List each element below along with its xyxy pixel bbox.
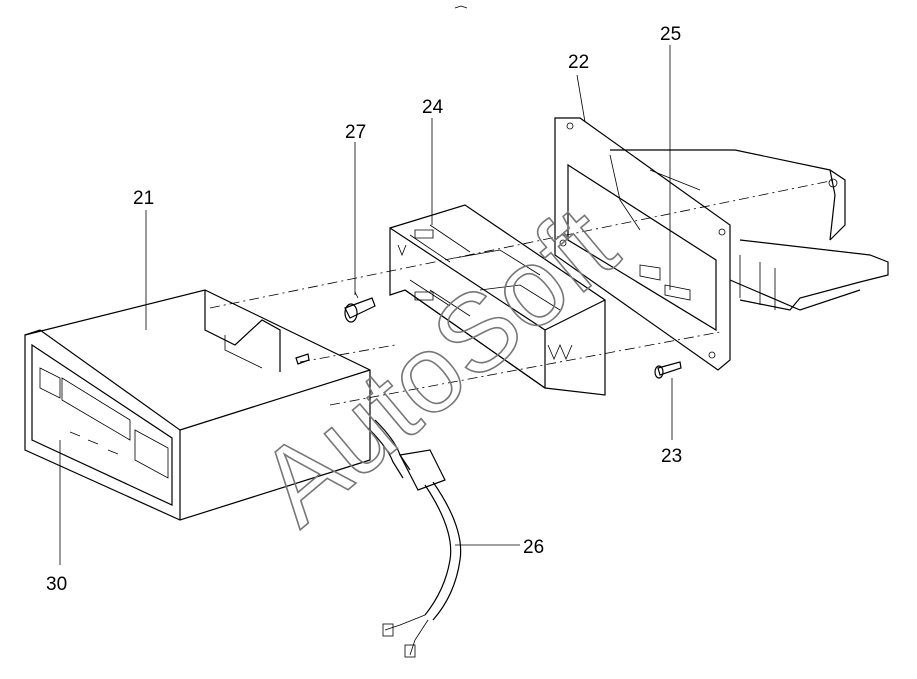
cable-harness bbox=[367, 419, 462, 658]
label-26: 26 bbox=[523, 537, 544, 558]
alignment-lines bbox=[209, 179, 836, 406]
label-24: 24 bbox=[422, 97, 444, 118]
bolt bbox=[344, 291, 376, 323]
label-23: 23 bbox=[661, 446, 682, 467]
label-27: 27 bbox=[345, 122, 366, 143]
pin bbox=[295, 353, 310, 365]
label-21: 21 bbox=[133, 188, 154, 209]
screw bbox=[654, 361, 682, 379]
watermark-text: AutoSoft bbox=[236, 183, 638, 548]
label-22: 22 bbox=[568, 52, 589, 73]
label-30: 30 bbox=[46, 574, 67, 595]
label-25: 25 bbox=[660, 24, 681, 45]
leader-lines bbox=[59, 45, 673, 565]
top-mark bbox=[454, 5, 468, 9]
tachograph-unit bbox=[24, 289, 371, 521]
mounting-bracket bbox=[554, 117, 889, 371]
mounting-sleeve bbox=[389, 204, 606, 396]
